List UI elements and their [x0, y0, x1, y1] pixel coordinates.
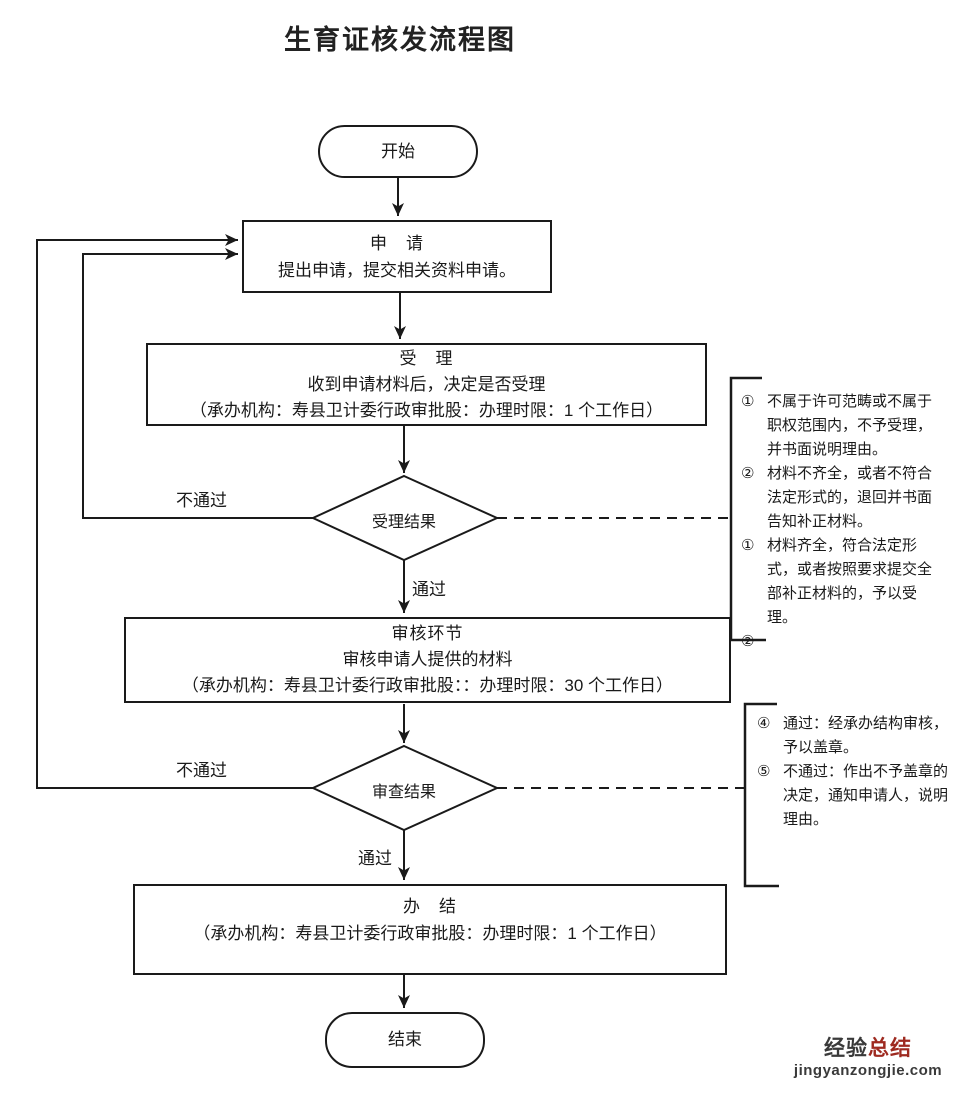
note-number: ② — [741, 465, 755, 482]
accept-line1: 收到申请材料后，决定是否受理 — [307, 374, 546, 394]
note-text: 材料不齐全，或者不符合法定形式的，退回并书面告知补正材料。 — [767, 465, 933, 530]
accept-title: 受 理 — [399, 348, 454, 368]
note-number: ① — [741, 393, 755, 410]
note-number: ② — [741, 633, 755, 650]
bracket-accept-notes — [729, 376, 766, 642]
accept-note-item: ① 材料齐全，符合法定形式，或者按照要求提交全部补正材料的，予以受理。 — [741, 534, 953, 630]
apply-node: 申 请 提出申请，提交相关资料申请。 — [242, 220, 552, 293]
note-text: 不通过：作出不予盖章的决定，通知申请人，说明理由。 — [783, 763, 949, 828]
finish-node: 办 结 （承办机构：寿县卫计委行政审批股：办理时限：1 个工作日） — [133, 884, 727, 975]
watermark: 经验总结 jingyanzongjie.com — [793, 1038, 943, 1082]
end-node: 结束 — [325, 1012, 485, 1068]
end-label: 结束 — [388, 1030, 422, 1049]
edge-label-pass2: 通过 — [358, 849, 392, 868]
note-text: 材料齐全，符合法定形式，或者按照要求提交全部补正材料的，予以受理。 — [767, 537, 933, 626]
watermark-site: jingyanzongjie.com — [793, 1062, 943, 1079]
accept-notes: ① 不属于许可范畴或不属于职权范围内，不予受理，并书面说明理由。 ② 材料不齐全… — [741, 390, 953, 654]
review-line1: 审核申请人提供的材料 — [342, 650, 513, 669]
finish-title: 办 结 — [403, 897, 457, 916]
apply-desc: 提出申请，提交相关资料申请。 — [278, 260, 516, 280]
bracket-review-notes — [743, 702, 779, 888]
start-node: 开始 — [318, 125, 478, 178]
review-notes: ④ 通过：经承办结构审核，予以盖章。 ⑤ 不通过：作出不予盖章的决定，通知申请人… — [757, 712, 959, 832]
note-number: ④ — [757, 715, 771, 732]
watermark-brand: 经验总结 — [793, 1038, 943, 1060]
watermark-brand-dark: 经验 — [824, 1037, 868, 1060]
edge-label-pass1: 通过 — [412, 580, 446, 599]
loopback-decision1-to-apply — [82, 248, 313, 519]
apply-title: 申 请 — [370, 233, 424, 253]
review-note-item: ④ 通过：经承办结构审核，予以盖章。 — [757, 712, 959, 760]
note-text: 通过：经承办结构审核，予以盖章。 — [783, 715, 949, 756]
decision2-label: 审查结果 — [371, 784, 436, 801]
note-number: ① — [741, 537, 755, 554]
loopback-decision2-to-apply — [36, 234, 313, 789]
review-note-item: ⑤ 不通过：作出不予盖章的决定，通知申请人，说明理由。 — [757, 760, 959, 832]
accept-node: 受 理 收到申请材料后，决定是否受理 （承办机构：寿县卫计委行政审批股：办理时限… — [146, 343, 707, 426]
watermark-brand-red: 总结 — [868, 1037, 912, 1060]
accept-note-item: ② — [741, 630, 953, 654]
note-text: 不属于许可范畴或不属于职权范围内，不予受理，并书面说明理由。 — [767, 393, 933, 458]
edge-label-fail1: 不通过 — [176, 491, 227, 510]
review-title: 审核环节 — [391, 624, 464, 643]
page-title: 生育证核发流程图 — [284, 25, 516, 55]
decision1-label: 受理结果 — [371, 514, 436, 531]
start-label: 开始 — [381, 141, 415, 161]
decision1-diamond — [310, 474, 500, 562]
review-node: 审核环节 审核申请人提供的材料 （承办机构：寿县卫计委行政审批股：：办理时限：3… — [124, 617, 731, 703]
note-number: ⑤ — [757, 763, 771, 780]
finish-line1: （承办机构：寿县卫计委行政审批股：办理时限：1 个工作日） — [193, 924, 667, 943]
edge-label-fail2: 不通过 — [176, 761, 227, 780]
accept-note-item: ② 材料不齐全，或者不符合法定形式的，退回并书面告知补正材料。 — [741, 462, 953, 534]
accept-note-item: ① 不属于许可范畴或不属于职权范围内，不予受理，并书面说明理由。 — [741, 390, 953, 462]
accept-line2: （承办机构：寿县卫计委行政审批股：办理时限：1 个工作日） — [189, 400, 664, 420]
review-line2: （承办机构：寿县卫计委行政审批股：：办理时限：30 个工作日） — [181, 676, 674, 695]
decision2-diamond — [310, 744, 500, 832]
